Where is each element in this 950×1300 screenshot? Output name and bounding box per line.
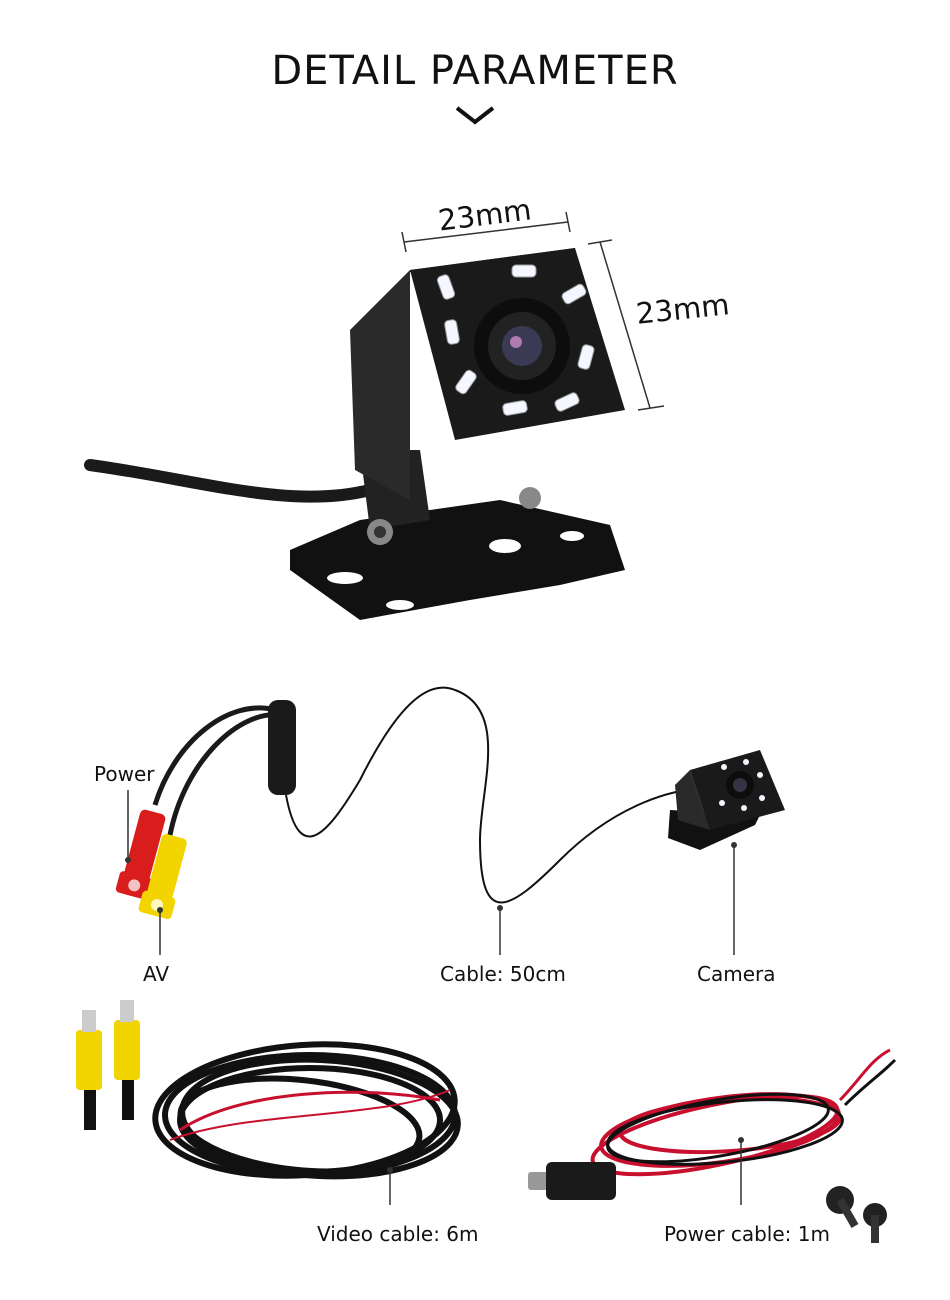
kit-components-section: Power AV Cable: 50cm Camera [0, 670, 950, 1000]
camera-label: Camera [697, 962, 776, 986]
accessories-section: Video cable: 6m Power cable: 1m [0, 990, 950, 1270]
chevron-down-icon [455, 106, 495, 125]
page-title: DETAIL PARAMETER [271, 48, 679, 94]
kit-components-image [115, 686, 785, 955]
power-label: Power [94, 762, 155, 786]
camera-dimension-section: 23mm 23mm [0, 170, 950, 640]
cable-length-label: Cable: 50cm [440, 962, 566, 986]
accessories-image [76, 1000, 897, 1243]
av-label: AV [143, 962, 170, 986]
power-cable-label: Power cable: 1m [664, 1222, 830, 1246]
video-cable-label: Video cable: 6m [317, 1222, 479, 1246]
camera-product-image [84, 211, 665, 620]
